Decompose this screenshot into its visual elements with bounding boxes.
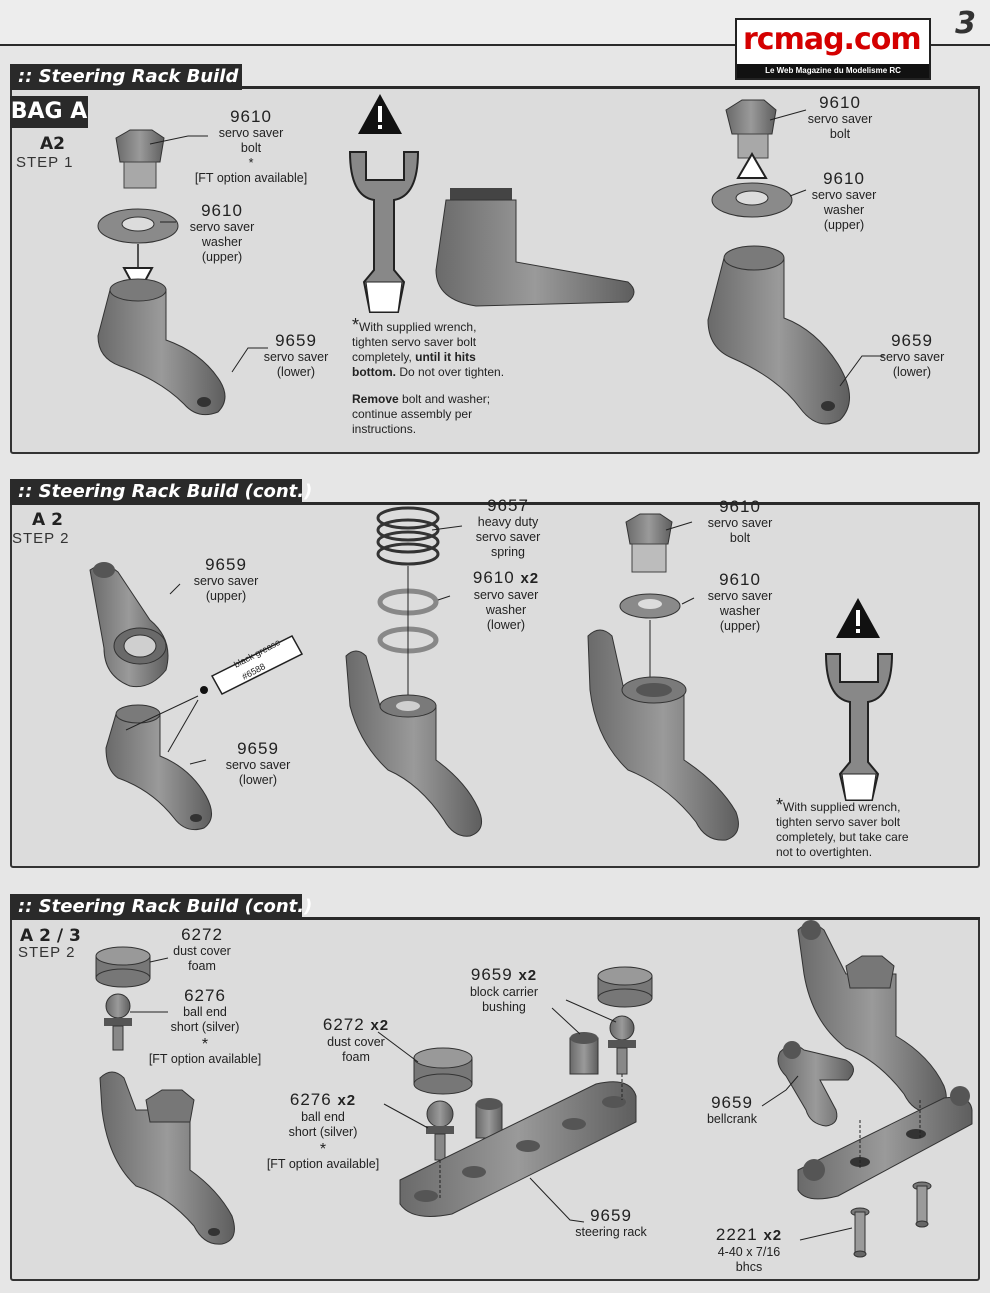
label-9610-bolt-2: 9610 servo saver bolt (707, 497, 773, 546)
label-9610-bolt: 9610 servo saver bolt * [FT option avail… (194, 107, 308, 186)
s1-servo-saver-lower-right (707, 245, 850, 425)
s2-assembly-middle (345, 650, 483, 837)
s1-wrench-icon (348, 151, 420, 313)
section1-step-label: STEP 1 (16, 154, 74, 171)
logo-subtitle: Le Web Magazine du Modelisme RC (737, 64, 929, 78)
section2-header-rule (10, 502, 980, 505)
s3-rack-assembled (797, 1086, 973, 1200)
s3-dust-cover-foam-x2 (413, 1047, 473, 1095)
section1-header-bg (10, 64, 242, 90)
label-9659-bushing: 9659 x2 block carrier bushing (469, 965, 539, 1015)
s3-dust-cover-foam-right (597, 966, 653, 1008)
s1-bolt-left (115, 129, 165, 189)
s3-steering-rack (399, 1081, 637, 1217)
section2-wrench-note: *With supplied wrench, tighten servo sav… (776, 795, 909, 859)
s1-up-arrow (736, 152, 768, 179)
label-6276-ballend-x2: 6276 x2 ball end short (silver) * [FT op… (266, 1090, 380, 1172)
label-2221-bhcs: 2221 x2 4-40 x 7/16 bhcs (715, 1225, 783, 1275)
s2-spring (376, 506, 440, 566)
label-9610-washer-lower: 9610 x2 servo saver washer (lower) (472, 568, 540, 633)
label-9610-bolt-right: 9610 servo saver bolt (807, 93, 873, 142)
section2-step-code: A 2 (32, 510, 63, 530)
label-9659-upper: 9659 servo saver (upper) (193, 555, 259, 604)
s3-screw-left (850, 1120, 870, 1258)
s2-servo-saver-lower (105, 704, 212, 831)
label-6272-foam: 6272 dust cover foam (173, 925, 231, 974)
s3-screw-right (912, 1100, 932, 1228)
label-6276-ballend: 6276 ball end short (silver) * [FT optio… (148, 986, 262, 1067)
logo-text: rcmag.com (743, 22, 922, 57)
s1-servo-saver-lower-left (97, 278, 226, 416)
label-9657-spring: 9657 heavy duty servo saver spring (475, 496, 541, 560)
s2-assembly-right (587, 629, 739, 841)
section3-step-label: STEP 2 (18, 944, 76, 961)
label-9610-washer-right: 9610 servo saver washer (upper) (811, 169, 877, 233)
section2-header: :: Steering Rack Build (cont.) (18, 481, 313, 502)
bag-label: BAG A (10, 96, 88, 128)
s2-wrench-icon (824, 653, 894, 801)
section2-header-bg (10, 479, 302, 505)
label-6272-foam-x2: 6272 x2 dust cover foam (322, 1015, 390, 1065)
s1-bolt-right (725, 99, 777, 159)
s3-ball-end-right (608, 1015, 636, 1075)
section1-header-rule (10, 86, 980, 89)
section1-step-code: A2 (40, 134, 65, 154)
section1-header: :: Steering Rack Build (18, 66, 239, 87)
s3-ball-end (104, 993, 132, 1051)
s3-dust-cover-foam (95, 946, 151, 988)
s1-warning-icon (358, 94, 402, 134)
section1-wrench-note: *With supplied wrench, tighten servo sav… (352, 315, 505, 436)
label-9659-lower-right: 9659 servo saver (lower) (879, 331, 945, 380)
section2-step-label: STEP 2 (12, 530, 70, 547)
section3-header-bg (10, 894, 302, 920)
s2-grease-tube: black grease #6588 (200, 635, 304, 695)
s3-servo-saver-assembled (99, 1071, 235, 1245)
label-9659-lower: 9659 servo saver (lower) (263, 331, 329, 380)
section3-step-code: A 2 / 3 (20, 926, 81, 946)
label-9610-washer-upper-2: 9610 servo saver washer (upper) (707, 570, 773, 634)
s2-bolt (625, 513, 673, 573)
label-9659-bellcrank: 9659 bellcrank (706, 1093, 758, 1127)
s2-warning-icon (836, 598, 880, 638)
s1-assembled-saver-side (435, 188, 635, 307)
s2-servo-saver-upper (89, 562, 169, 688)
page-number: 3 (955, 6, 976, 41)
rcmag-logo: rcmag.com Le Web Magazine du Modelisme R… (735, 18, 931, 80)
label-9659-lower-2: 9659 servo saver (lower) (225, 739, 291, 788)
s3-servo-saver-top (797, 920, 947, 1113)
section3-header-rule (10, 917, 980, 920)
label-9659-steering-rack: 9659 steering rack (575, 1206, 647, 1240)
s3-ball-end-x2 (426, 1100, 454, 1161)
s3-block-carrier-bushing-right (569, 1032, 599, 1075)
label-9610-washer: 9610 servo saver washer (upper) (189, 201, 255, 265)
section3-header: :: Steering Rack Build (cont.) (18, 896, 313, 917)
s3-bellcrank (777, 1041, 854, 1127)
